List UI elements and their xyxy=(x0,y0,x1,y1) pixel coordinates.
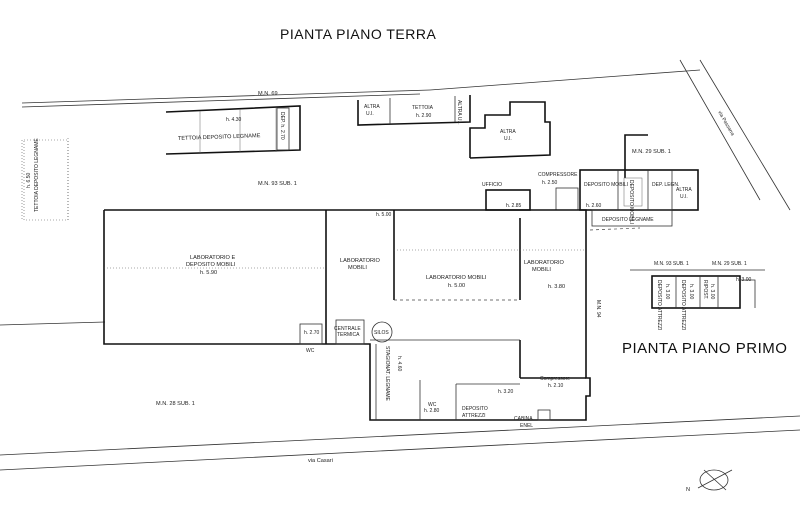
label-lab-mobili-a2: MOBILI xyxy=(348,265,367,271)
label-silos: SILOS xyxy=(374,330,389,336)
label-h285: h. 2.85 xyxy=(506,203,522,209)
label-altra-big: ALTRA xyxy=(500,129,516,135)
label-h280: h. 2.80 xyxy=(424,408,440,414)
label-lab-deposito: LABORATORIO E xyxy=(190,255,235,261)
label-h260: h. 2.60 xyxy=(586,203,602,209)
label-deposito-mobili: DEPOSITO MOBILI xyxy=(584,182,628,188)
label-ripost-h: h. 3.00 xyxy=(709,284,715,300)
label-dep-mob-v: DEPOSITO MOBILI xyxy=(628,180,634,224)
label-h590: h. 5.90 xyxy=(200,270,217,276)
label-wc2: WC xyxy=(428,402,437,408)
room-labels: TETTOIA DEPOSITO LEGNAME h. 4.30 DEP. h.… xyxy=(26,100,752,429)
main-building xyxy=(103,209,591,421)
label-deposito-attrezzi: DEPOSITO xyxy=(462,406,488,412)
label-compressore-bottom: Compressore xyxy=(540,376,570,382)
label-ui-3: U.I. xyxy=(680,194,688,200)
label-h460: h. 4.60 xyxy=(396,356,402,372)
parcel-mn93-first: M.N. 93 SUB. 1 xyxy=(654,261,689,267)
label-wc1: WC xyxy=(306,348,315,354)
label-attrezzi-2h: h. 3.00 xyxy=(688,284,694,300)
label-h430: h. 4.30 xyxy=(226,117,242,123)
label-tettoia: TETTOIA xyxy=(412,105,434,111)
label-lab-mobili-c2: MOBILI xyxy=(532,267,551,273)
parcel-mn28: M.N. 28 SUB. 1 xyxy=(156,401,195,407)
label-ripost: RIPOST. xyxy=(702,280,708,299)
label-cabina: CABINA xyxy=(514,416,533,422)
label-h500b: h. 5.00 xyxy=(448,283,465,289)
label-h290: h. 2.90 xyxy=(416,113,432,119)
label-stagionat: STAGIONAT. LEGNAME xyxy=(384,346,390,401)
parcel-mn94: M.N. 94 xyxy=(595,300,601,318)
label-h650: h. 6.50 xyxy=(26,172,32,188)
label-attrezzi-2: DEPOSITO ATTREZZI xyxy=(680,280,686,330)
right-annex xyxy=(579,134,699,227)
label-lab-mobili-c: LABORATORIO xyxy=(524,260,565,266)
label-lab-mobili-b: LABORATORIO MOBILI xyxy=(426,275,487,281)
label-altra-3: ALTRA xyxy=(676,187,692,193)
label-ui-big: U.I. xyxy=(504,136,512,142)
label-attrezzi-1h: h. 3.00 xyxy=(664,284,670,300)
label-centrale: CENTRALE xyxy=(334,326,361,332)
label-altra-2: ALTRA U.I. xyxy=(456,100,462,125)
tettoia-left xyxy=(23,139,69,221)
first-floor-plan xyxy=(630,269,765,309)
parcel-mn69: M.N. 69 xyxy=(258,91,278,97)
north-arrow-icon: N xyxy=(686,469,733,493)
label-h270b: h. 2.70 xyxy=(304,330,320,336)
label-h300: h. 3.00 xyxy=(736,277,752,283)
property-boundaries xyxy=(0,59,800,471)
parcel-mn93: M.N. 93 SUB. 1 xyxy=(258,181,297,187)
label-deposito-attrezzi-2: ATTREZZI xyxy=(462,413,486,419)
label-deposito-legname: DEPOSITO LEGNAME xyxy=(602,217,654,223)
label-h500: h. 5.00 xyxy=(376,212,392,218)
label-compressore-top: COMPRESSORE xyxy=(538,172,578,178)
parcel-mn29: M.N. 29 SUB. 1 xyxy=(632,149,671,155)
ground-floor-title: PIANTA PIANO TERRA xyxy=(280,26,437,42)
label-attrezzi-1: DEPOSITO ATTREZZI xyxy=(656,280,662,330)
north-label: N xyxy=(686,487,690,493)
first-floor-title: PIANTA PIANO PRIMO xyxy=(622,340,788,357)
label-ufficio: UFFICIO xyxy=(482,182,502,188)
label-centrale-2: TERMICA xyxy=(337,332,360,338)
label-lab-deposito-2: DEPOSITO MOBILI xyxy=(186,262,236,268)
label-h210: h. 2.10 xyxy=(548,383,564,389)
label-h250: h. 2.50 xyxy=(542,180,558,186)
label-dep-legn-v: DEP. LEGN. xyxy=(652,182,679,188)
label-h320: h. 3.20 xyxy=(498,389,514,395)
label-ui-1: U.I. xyxy=(366,111,374,117)
label-lab-mobili-a: LABORATORIO xyxy=(340,258,381,264)
tettoia-top xyxy=(165,105,301,155)
label-tettoia-left: TETTOIA DEPOSITO LEGNAME xyxy=(34,138,40,212)
label-tettoia-top: TETTOIA DEPOSITO LEGNAME xyxy=(178,133,261,142)
parcel-mn29-first: M.N. 29 SUB. 1 xyxy=(712,261,747,267)
street-via-casari: via Casari xyxy=(308,458,333,464)
altra-ui-top xyxy=(357,95,471,126)
office-block xyxy=(485,187,579,211)
label-h380: h. 3.80 xyxy=(548,284,565,290)
label-dep-h270: DEP. h. 2.70 xyxy=(279,112,285,140)
label-altra-1: ALTRA xyxy=(364,104,380,110)
label-cabina-2: ENEL xyxy=(520,423,533,429)
altra-ui-big xyxy=(469,101,551,159)
